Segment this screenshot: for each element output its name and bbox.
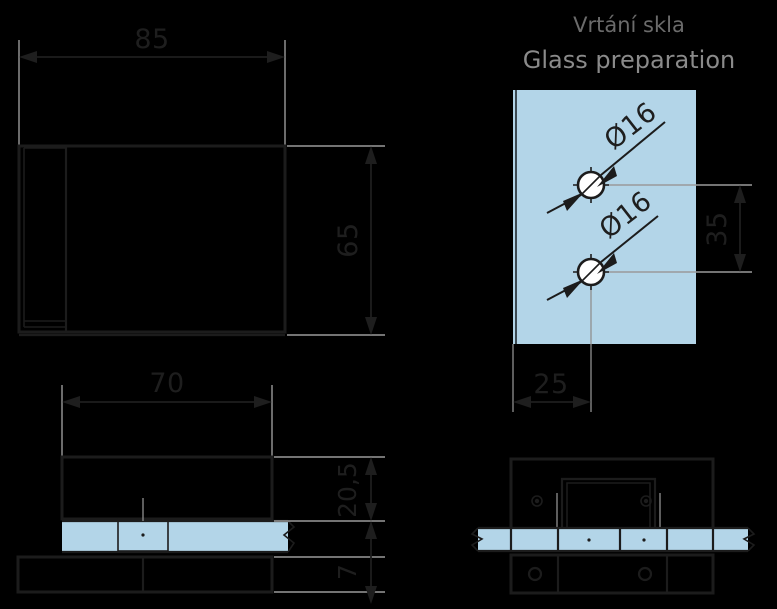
side-dim-7-arrow-bottom [365,586,377,604]
side-dim-7-arrow-top [365,521,377,539]
glass-dim-35-label: 35 [702,211,733,246]
side-dim-205-arrow-bottom [365,503,377,521]
front-dim-85-label: 85 [134,24,169,55]
end-plate-hole-left [527,566,543,582]
lower-hole-arrow-in [597,253,617,274]
lower-hole-leader [600,215,659,263]
end-fastener-right-dot [643,498,649,504]
title-english: Glass preparation [523,46,735,74]
upper-hole-leader [600,121,666,176]
front-dim-65-label: 65 [333,222,364,257]
glass-dim-35-arrow-top [734,185,746,203]
front-dim-85-arrow-left [19,51,37,63]
end-glass-dot-left [587,538,591,542]
end-recess-inner [566,482,651,535]
glass-panel [513,90,696,344]
end-fastener-right [640,495,652,507]
end-plate-hole-right [637,566,653,582]
glass-dim-25-label: 25 [533,369,568,400]
end-glass-break-left [470,527,484,552]
front-dim-65-arrow-bottom [365,317,377,335]
side-view: 70 20,5 7 [16,368,385,604]
title-czech: Vrtání skla [573,13,685,37]
front-dim-65-arrow-top [365,146,377,164]
side-glass-break-symbol [282,520,296,553]
glass-dim-35-arrow-bottom [734,254,746,272]
upper-hole-leader-through [581,175,601,195]
upper-hole-arrow-in [597,166,617,187]
glass-dim-25-arrow-left [513,396,531,408]
side-dim-70-arrow-left [62,396,80,408]
end-recess-outer [560,477,657,535]
end-glass-dot-right [642,538,646,542]
lower-hole-leader-through [581,262,601,282]
side-dim-205-label: 20,5 [333,462,362,518]
end-fastener-left-dot [534,498,540,504]
side-dim-70-arrow-right [254,396,272,408]
end-fastener-left [531,495,543,507]
side-dim-70-label: 70 [149,368,184,399]
upper-hole-arrow-out [563,192,584,211]
side-bottom-plate [16,555,274,594]
front-body-outline [17,144,287,334]
end-glass-strip [478,528,748,551]
side-dim-7-label: 7 [333,564,362,580]
end-bottom-plate [509,553,715,595]
end-glass-break-right [742,527,756,552]
side-inner-center-dot [141,533,145,537]
side-glass-strip [62,521,288,552]
front-view: 85 65 [17,24,385,337]
side-dim-205-arrow-top [365,457,377,475]
end-view [470,457,756,595]
front-dim-85-arrow-right [267,51,285,63]
glass-preparation-view: 35 25 Ø16 [512,90,752,412]
lower-hole-arrow-out [563,279,584,298]
glass-dim-25-arrow-right [573,396,591,408]
